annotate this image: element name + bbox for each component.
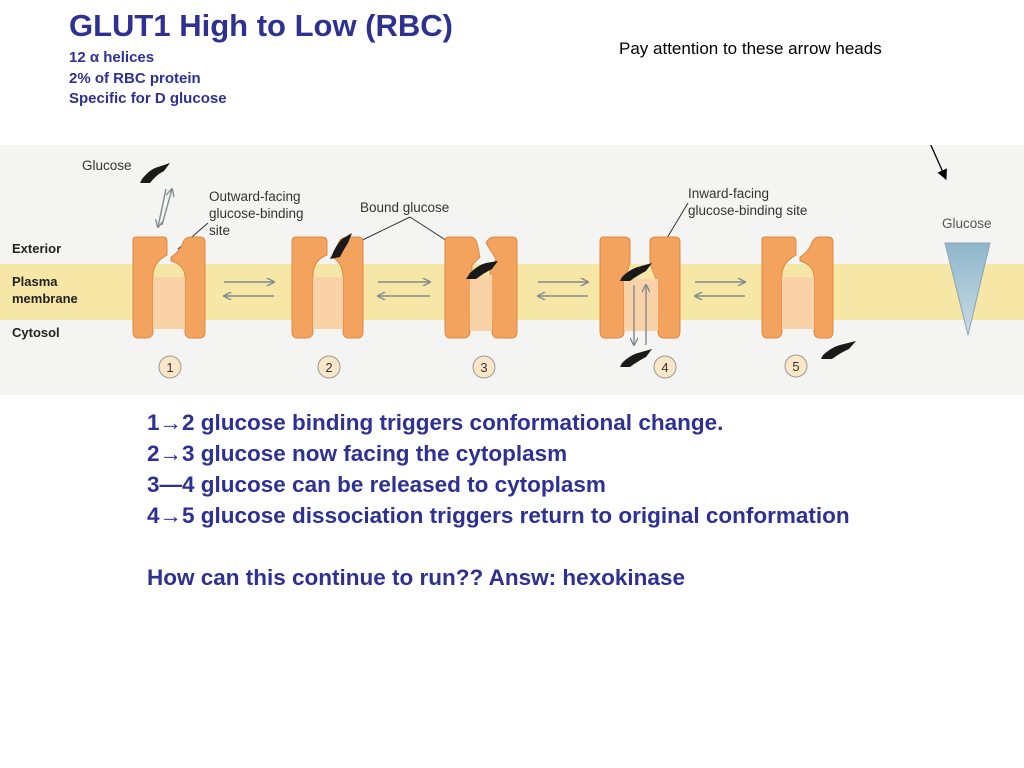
glucose-gradient-triangle (944, 242, 991, 336)
subtitle-line: 12 α helices (69, 49, 155, 66)
label-plasma: Plasma (12, 274, 58, 289)
step-badge: 1 (158, 355, 182, 379)
transporter-right-half (170, 236, 206, 339)
subtitle-line: 2% of RBC protein (69, 69, 201, 87)
label-glucose: Glucose (82, 158, 132, 173)
transporter-step-1 (132, 236, 206, 339)
label-outward-2: glucose-binding (209, 206, 304, 221)
subtitle-line: Specific for D glucose (69, 90, 227, 107)
transporter-step-4 (599, 236, 681, 339)
label-membrane: membrane (12, 291, 78, 306)
annotation-note: Pay attention to these arrow heads (619, 39, 882, 58)
transporter-left-half (444, 236, 481, 339)
label-outward-3: site (209, 223, 230, 238)
step-line: 4→5 glucose dissociation triggers return… (147, 503, 850, 528)
step-number: 2 (325, 360, 332, 375)
transporter-right-half (799, 236, 834, 339)
label-exterior: Exterior (12, 241, 61, 256)
arrow-icon: → (159, 441, 183, 466)
step-line: 3—4 glucose can be released to cytoplasm (147, 472, 606, 497)
transporter-left-half (132, 236, 168, 339)
step-number: 4 (661, 360, 668, 375)
glucose-molecule-bound (620, 263, 652, 281)
glucose-molecule-bound (330, 233, 352, 259)
label-inward-1: Inward-facing (688, 186, 769, 201)
transporter-left-half (599, 236, 631, 339)
transporter-step-5 (761, 236, 834, 339)
step-badge: 2 (317, 355, 341, 379)
transporter-right-half (485, 236, 518, 339)
step-number: 1 (166, 360, 173, 375)
step-line: 1→2 glucose binding triggers conformatio… (147, 410, 724, 435)
glut1-transport-figure: Exterior Plasma membrane Cytosol Glucose… (0, 145, 1024, 395)
transporter-step-3 (444, 236, 518, 339)
dash-icon: — (159, 472, 183, 497)
question-line: How can this continue to run?? Answ: hex… (147, 565, 685, 590)
step-badge: 3 (472, 355, 496, 379)
glucose-molecule-released (821, 341, 856, 359)
step-descriptions: 1→2 glucose binding triggers conformatio… (147, 407, 850, 593)
glucose-molecule-bound (466, 261, 498, 279)
glucose-molecule-released (620, 349, 652, 367)
step-number: 3 (480, 360, 487, 375)
label-outward-1: Outward-facing (209, 189, 301, 204)
step-number: 5 (792, 359, 799, 374)
label-glucose-gradient: Glucose (942, 216, 992, 231)
step-badge: 4 (653, 355, 677, 379)
glucose-molecule (140, 163, 170, 183)
transporter-left-half (761, 236, 797, 339)
arrow-icon: → (159, 503, 183, 528)
label-bound-glucose: Bound glucose (360, 200, 449, 215)
step-badge: 5 (784, 354, 808, 378)
binding-arrow-down (158, 188, 167, 227)
transporter-left-half (291, 236, 328, 339)
label-cytosol: Cytosol (12, 325, 60, 340)
slide-title: GLUT1 High to Low (RBC) (69, 8, 453, 43)
annotation-arrow (930, 145, 947, 180)
transporter-step-2 (291, 236, 364, 339)
arrow-icon: → (159, 410, 183, 435)
step-line: 2→3 glucose now facing the cytoplasm (147, 441, 568, 466)
label-inward-2: glucose-binding site (688, 203, 807, 218)
subtitle-block: 12 α helices 2% of RBC protein Specific … (69, 48, 227, 110)
